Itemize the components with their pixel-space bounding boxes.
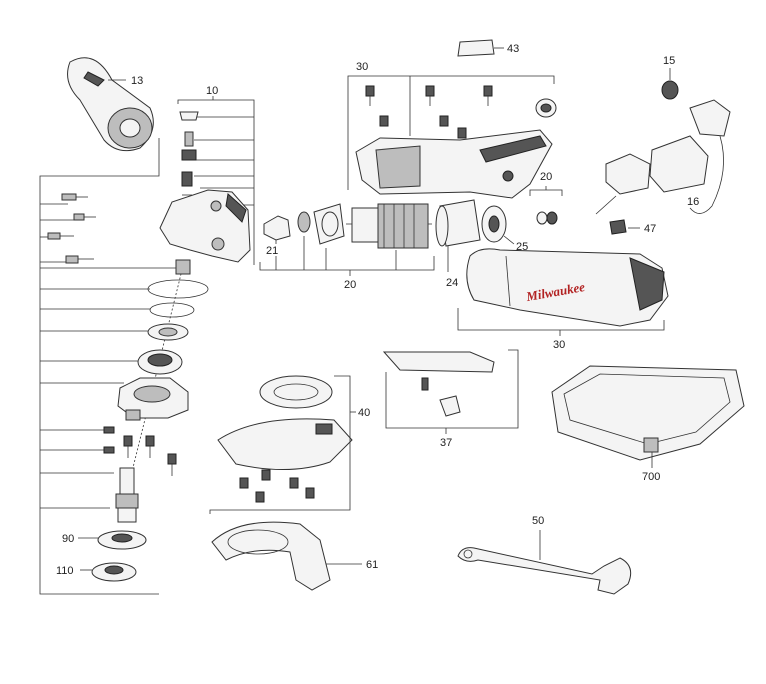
part-21-nut[interactable]: 21 [263,215,291,257]
spindle[interactable] [115,467,139,523]
motor-housing-half[interactable] [355,129,553,199]
part-25-brush-holder[interactable]: 25 [481,205,528,253]
label-700: 700 [642,471,660,483]
label-16: 16 [687,196,699,208]
part-50-spanner[interactable]: 50 [457,515,632,595]
label-20-small: 20 [540,171,552,183]
armature-rotor[interactable] [346,203,432,249]
part-16-switch-assembly[interactable]: 16 [595,99,731,215]
part-13-side-handle[interactable]: 13 [67,57,154,152]
label-61: 61 [366,559,378,571]
label-47: 47 [644,223,656,235]
part-700-carry-case[interactable]: 700 [551,365,745,483]
part-61-wheel-guard[interactable]: 61 [211,521,378,591]
part-24-stator-sleeve[interactable]: 24 [435,199,481,289]
motor-housing-screws[interactable] [365,85,493,139]
gear-housing[interactable] [159,189,251,263]
label-40: 40 [358,407,370,419]
gear-head-small-parts[interactable] [179,111,199,196]
group-10-bracket: 10 [177,85,255,265]
part-110-nut[interactable]: 110 [56,562,137,582]
label-21: 21 [266,245,278,257]
part-20-small[interactable]: 20 [529,171,563,225]
part-30-motor-housing[interactable]: Milwaukee 30 [457,248,669,351]
part-15-knob[interactable]: 15 [661,55,679,100]
label-30-top: 30 [356,61,368,73]
label-25: 25 [516,241,528,253]
label-15: 15 [663,55,675,67]
label-20-large: 20 [344,279,356,291]
label-37: 37 [440,437,452,449]
grommet[interactable] [535,98,557,118]
label-10: 10 [206,85,218,97]
part-40-guard-clamp[interactable]: 40 [209,375,370,514]
label-90: 90 [62,533,74,545]
label-110: 110 [56,565,74,577]
group-30-top-bracket: 30 [347,61,555,190]
part-90-flange[interactable]: 90 [62,530,147,550]
label-50: 50 [532,515,544,527]
part-47-clip[interactable]: 47 [609,219,656,235]
label-43: 43 [507,43,519,55]
label-30-bottom: 30 [553,339,565,351]
left-main-bracket [39,138,178,595]
screws-gear[interactable] [103,426,177,476]
part-20-bracket: 20 [259,236,435,291]
part-43-label[interactable]: 43 [457,39,519,57]
screws-left[interactable] [47,193,96,264]
part-37-paddle[interactable]: 37 [382,349,519,449]
label-13: 13 [131,75,143,87]
gear-stack[interactable] [117,259,209,421]
armature-small-parts[interactable] [297,203,345,245]
label-24: 24 [446,277,458,289]
